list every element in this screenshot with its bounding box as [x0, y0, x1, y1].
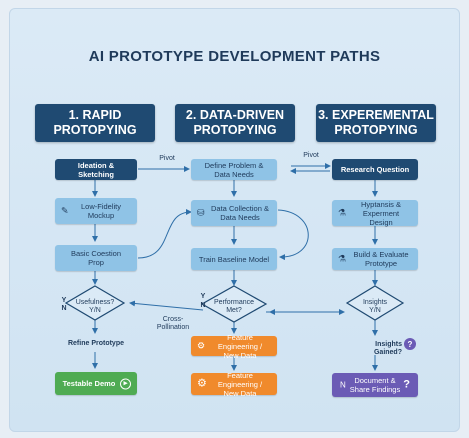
- feature-engineering-box-1[interactable]: ⚙ Feature Engineering / New Data: [191, 333, 277, 360]
- feature-engineering-label-2: Feature Engineering / New Data: [217, 370, 263, 398]
- gear-icon: ⚙: [197, 340, 206, 351]
- prop-box[interactable]: Basic Coestion Prop: [55, 245, 137, 271]
- header-rapid: 1. RAPID PROTOPYING: [35, 104, 155, 142]
- question-icon: ?: [404, 338, 416, 350]
- testable-demo-box[interactable]: Testable Demo ▶: [55, 372, 137, 395]
- question-icon: ?: [403, 378, 410, 391]
- feature-engineering-label-1: Feature Engineering / New Data: [217, 332, 263, 360]
- testable-demo-label: Testable Demo: [62, 379, 116, 388]
- database-icon: ⛁: [197, 207, 205, 218]
- branch-n-rapid: N: [61, 305, 67, 312]
- pencil-icon: ✎: [61, 205, 69, 216]
- usefulness-diamond: [64, 285, 126, 321]
- document-findings-label: Document & Share Findings: [349, 376, 401, 394]
- hypothesis-label: Hyptansis & Experment Design: [360, 199, 402, 227]
- usefulness-label: Usefulness? Y/N: [75, 299, 115, 314]
- insights-diamond: [345, 285, 405, 321]
- insights-gained-text: Insights Gained?: [373, 341, 402, 356]
- research-question-box[interactable]: Research Question: [332, 159, 418, 180]
- performance-label: Performance Met?: [213, 299, 255, 314]
- data-collection-label: Data Collection & Data Needs: [211, 204, 269, 222]
- define-problem-box[interactable]: Define Problem & Data Needs: [191, 159, 277, 180]
- train-baseline-box[interactable]: Train Baseline Model: [191, 248, 277, 270]
- document-findings-box[interactable]: N Document & Share Findings ?: [332, 373, 418, 397]
- cross-pollination-label: Cross-Pollination: [156, 316, 190, 331]
- hypothesis-box[interactable]: ⚗ Hyptansis & Experment Design: [332, 199, 418, 227]
- mockup-box[interactable]: ✎ Low-Fidelity Mockup: [55, 198, 137, 224]
- flask-icon: ⚗: [338, 253, 347, 264]
- insights-label: Insights Y/N: [362, 299, 388, 314]
- pivot-right-label: Pivot: [303, 152, 319, 159]
- header-experimental: 3. EXPEREMENTAL PROTOPYING: [316, 104, 436, 142]
- feature-engineering-box-2[interactable]: ⚙ Feature Engineering / New Data: [191, 370, 277, 398]
- mockup-label: Low-Fidelity Mockup: [80, 202, 121, 220]
- data-collection-box[interactable]: ⛁ Data Collection & Data Needs: [191, 200, 277, 226]
- build-evaluate-box[interactable]: ⚗ Build & Evaluate Prototype: [332, 248, 418, 270]
- refine-prototype-text: Refine Prototype: [67, 340, 124, 347]
- performance-diamond: [200, 285, 268, 323]
- pivot-left-label: Pivot: [159, 155, 175, 162]
- branch-n-data: N: [200, 302, 206, 309]
- branch-y-data: Y: [200, 293, 206, 300]
- build-evaluate-label: Build & Evaluate Prototype: [353, 250, 409, 268]
- header-data-driven: 2. DATA-DRIVEN PROTOPYING: [175, 104, 295, 142]
- document-prefix: N: [340, 380, 346, 390]
- play-icon: ▶: [120, 378, 131, 389]
- branch-y-rapid: Y: [61, 297, 67, 304]
- ideation-box[interactable]: Ideation & Sketching: [55, 159, 137, 180]
- page-title: AI PROTOTYPE DEVELOPMENT PATHS: [88, 48, 381, 65]
- gear-icon: ⚙: [197, 377, 207, 390]
- flask-icon: ⚗: [338, 207, 347, 218]
